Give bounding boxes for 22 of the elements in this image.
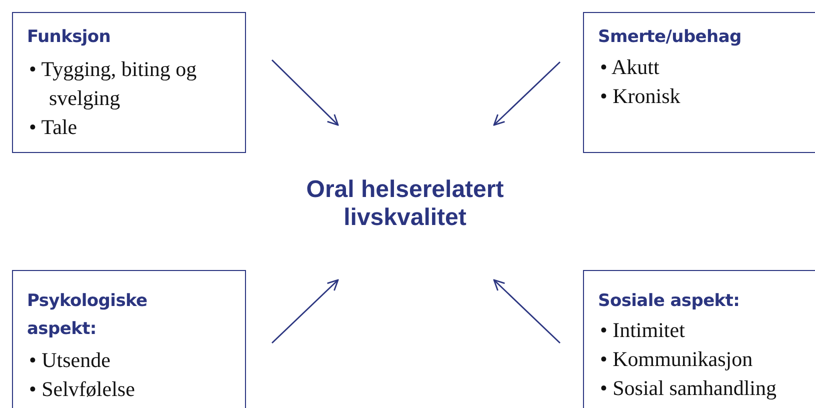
box-heading: Smerte/ubehag — [598, 26, 742, 49]
arrow — [493, 62, 560, 126]
bullet-item: • Selvfølelse — [29, 376, 136, 403]
arrow — [493, 279, 560, 344]
bullet-item: • Utsende — [29, 347, 112, 374]
box-heading: Sosiale aspekt: — [598, 290, 741, 313]
arrow — [272, 60, 339, 126]
bullet-item: • Intimitet — [600, 317, 686, 344]
bullet-item: • Tale — [29, 114, 78, 141]
central-concept: Oral helserelatert livskvalitet — [295, 176, 515, 236]
bullet-item: • Tygging, biting og svelging — [29, 56, 198, 112]
box-heading: Psykologiske aspekt: — [27, 290, 148, 341]
arrow — [272, 279, 339, 344]
category-box — [583, 270, 815, 408]
category-box — [12, 12, 246, 153]
category-box — [12, 270, 246, 408]
category-box — [583, 12, 815, 153]
bullet-item: • Sosial samhandling — [600, 375, 777, 402]
box-heading: Funksjon — [27, 26, 112, 49]
bullet-item: • Kronisk — [600, 83, 682, 110]
bullet-item: • Akutt — [600, 54, 660, 81]
bullet-item: • Kommunikasjon — [600, 346, 754, 373]
